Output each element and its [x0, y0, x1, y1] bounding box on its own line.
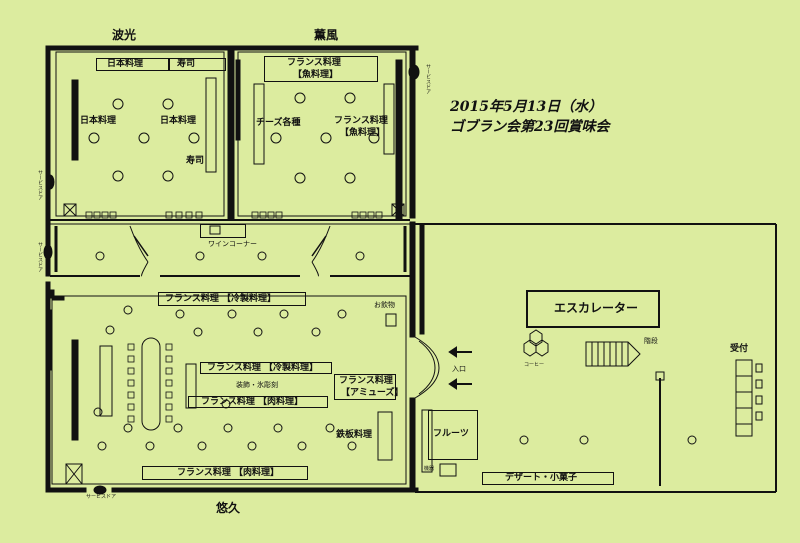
label-service-door-1: サービスドア	[425, 64, 431, 94]
wine-corner-box	[200, 224, 246, 238]
event-date: 2015年5月13日（水）	[450, 99, 603, 115]
dessert-box: デザート・小菓子	[482, 472, 614, 485]
small-box	[439, 463, 457, 477]
label-french-fish-2: 【魚料理】	[340, 128, 386, 138]
french-amuse-box: フランス料理 【アミューズ】	[334, 374, 403, 400]
buffet-table	[253, 83, 265, 165]
right-building-left-post	[419, 223, 425, 335]
small-box	[385, 313, 397, 327]
room-name-kunpu: 薫風	[314, 28, 339, 42]
room-name-yukyu: 悠久	[216, 501, 241, 515]
round-tables	[88, 92, 697, 451]
buffet-table	[205, 77, 217, 173]
label-french-amuse-2: 【アミューズ】	[341, 388, 404, 398]
room-left-frame	[55, 51, 225, 217]
entrance-door	[418, 340, 436, 369]
buffet-table	[185, 363, 197, 409]
crossed-box	[391, 203, 405, 217]
door-arrow	[311, 235, 327, 257]
header-sushi: 寿司	[177, 59, 196, 69]
nihon-sushi-header-box: 日本料理 寿司	[96, 58, 226, 71]
label-service-door-4: サービスドア	[86, 494, 117, 500]
french-fish-header-1: フランス料理	[287, 58, 341, 68]
wall-bottom-right	[111, 487, 419, 493]
french-cold-center-box: フランス料理 【冷製料理】	[200, 362, 332, 374]
column	[71, 339, 79, 441]
door-arc	[311, 261, 319, 277]
door-arrow	[133, 235, 149, 257]
hall-wall-seg	[45, 289, 55, 299]
event-title: ゴブラン会第23回賞味会	[450, 119, 610, 135]
fruits-box: フルーツ	[428, 410, 478, 460]
wall-right-upper	[409, 45, 416, 219]
label-dessert: デザート・小菓子	[505, 473, 578, 483]
label-french-meat-center: フランス料理 【肉料理】	[201, 397, 303, 407]
entrance-arrows	[448, 346, 472, 390]
label-service-door-3: サービスドア	[37, 242, 43, 272]
wall-bottom-left	[45, 487, 87, 493]
label-cheese: チーズ各種	[256, 118, 301, 128]
label-ice-sculpture: 装飾・氷彫刻	[236, 381, 278, 389]
reception-table	[735, 359, 753, 437]
crossed-box	[63, 203, 77, 217]
room-name-hako: 波光	[112, 28, 137, 42]
label-french-amuse-1: フランス料理	[339, 376, 393, 386]
entrance-door	[414, 367, 440, 399]
label-coffee: コーヒー	[524, 362, 545, 368]
label-french-cold: フランス料理 【冷製料理】	[165, 294, 276, 304]
buffet-table	[421, 409, 433, 473]
label-nihon-ryori-left: 日本料理	[80, 116, 117, 126]
french-meat-center-box: フランス料理 【肉料理】	[188, 396, 328, 408]
hall-inner-frame	[51, 295, 407, 485]
column	[395, 59, 403, 221]
label-french-fish-1: フランス料理	[334, 116, 388, 126]
wall-room-divider	[227, 47, 235, 221]
french-fish-header-box: フランス料理 【魚料理】	[264, 56, 378, 82]
service-stand	[99, 345, 113, 417]
label-teppan: 鉄板料理	[336, 430, 373, 440]
label-french-cold-center: フランス料理 【冷製料理】	[207, 363, 318, 373]
label-wine-corner: ワインコーナー	[208, 240, 257, 248]
wall-right-low	[409, 397, 416, 493]
french-meat-bottom-box: フランス料理 【肉料理】	[142, 466, 308, 480]
header-divider	[168, 58, 170, 71]
oval-table	[141, 337, 161, 431]
label-nihon-ryori-right: 日本料理	[160, 116, 197, 126]
label-french-meat-bottom: フランス料理 【肉料理】	[177, 468, 279, 478]
label-sushi: 寿司	[186, 156, 205, 166]
label-okimono: お飲物	[374, 301, 395, 309]
label-escalator: エスカレーター	[554, 301, 639, 315]
buffet-table	[383, 83, 395, 155]
label-fruits: フルーツ	[433, 429, 469, 439]
entrance-door	[414, 336, 440, 369]
label-reception: 受付	[730, 344, 749, 354]
wall-right-mid	[409, 221, 416, 338]
column	[71, 79, 79, 161]
label-stairs: 階段	[644, 337, 658, 345]
chairs	[85, 211, 383, 423]
escalator-box: エスカレーター	[526, 290, 660, 328]
pillar-cap	[655, 371, 665, 381]
label-kiki: 機器	[424, 466, 435, 472]
label-entrance: 入口	[452, 365, 466, 373]
wall-left-upper	[45, 45, 51, 277]
stairs-drawing	[585, 341, 641, 367]
label-service-door-2: サービスドア	[37, 170, 43, 200]
french-fish-header-2: 【魚料理】	[293, 70, 339, 80]
door-arc	[141, 261, 149, 277]
service-door-markers	[43, 64, 420, 495]
crossed-box	[65, 463, 83, 485]
coffee-hexagons	[523, 329, 549, 357]
column	[47, 309, 53, 371]
reception-chairs	[755, 363, 763, 421]
entrance-door	[418, 367, 436, 395]
door-arc	[129, 225, 149, 263]
buffet-table	[377, 411, 393, 461]
header-nihon: 日本料理	[107, 59, 144, 69]
french-cold-box: フランス料理 【冷製料理】	[158, 292, 306, 306]
column	[235, 59, 241, 141]
wine-cabinet	[209, 225, 221, 235]
door-arc	[311, 225, 331, 263]
